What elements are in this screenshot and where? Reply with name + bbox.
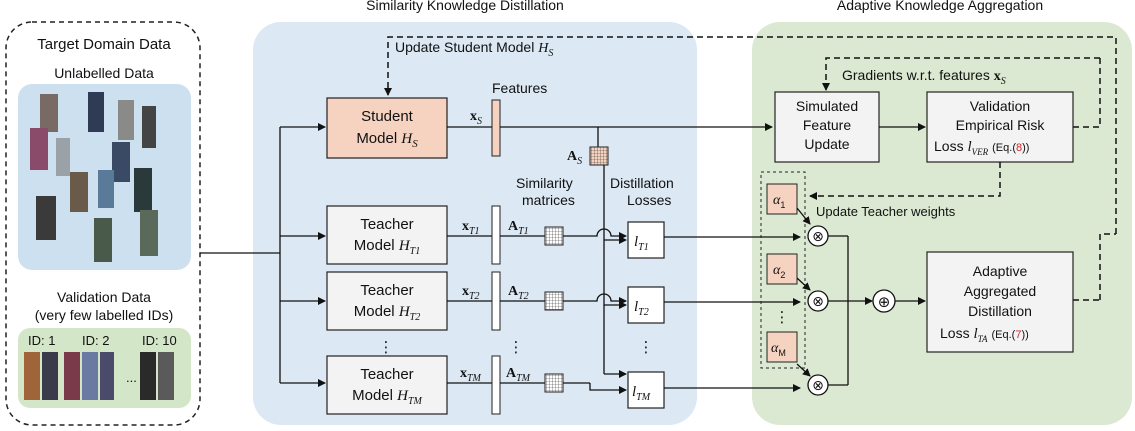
- similarity-label: Similarity: [516, 175, 573, 191]
- alpha-2-label: α2: [773, 263, 785, 280]
- student-model-box: [326, 97, 448, 159]
- teacher-2-feature-label: xT2: [462, 284, 480, 302]
- agg-line4: Loss lTA(Eq.(7)): [940, 325, 1029, 344]
- loss-box-2: [627, 286, 665, 324]
- matrices-label: matrices: [522, 192, 575, 208]
- update-student-arrow: [384, 36, 1117, 234]
- unlabelled-data-label: Unlabelled Data: [54, 65, 154, 81]
- validation-crops: [24, 352, 174, 400]
- simulated-feature-update-box: [774, 91, 880, 163]
- teacher-2: Teacher Model HT2 xT2 AT2 lT2: [326, 271, 801, 331]
- sim-update-line2: Feature: [803, 117, 851, 133]
- vdots-loss: ⋮: [639, 339, 654, 356]
- teacher-1-feature-label: xT1: [462, 219, 480, 237]
- loss-2-label: lT2: [634, 299, 649, 318]
- teacher-m-feature-label: xTM: [460, 366, 482, 384]
- validation-data-label: Validation Data: [57, 289, 151, 305]
- update-teacher-label: Update Teacher weights: [816, 204, 956, 219]
- update-teacher-arrow: [809, 162, 1001, 200]
- ver-line1: Validation: [970, 98, 1030, 114]
- ver-line3: Loss lVER(Eq.(8)): [934, 138, 1029, 157]
- teacher-2-sim-label: AT2: [508, 284, 529, 302]
- agg-line1: Adaptive: [973, 263, 1028, 279]
- alpha-m-box: [766, 331, 798, 363]
- sim-update-line3: Update: [804, 136, 849, 152]
- multiply-symbol-m: ⊗: [812, 377, 824, 393]
- gradients-label: Gradients w.r.t. features xS: [842, 67, 1006, 87]
- alpha-2-box: [766, 253, 798, 285]
- teacher-2-line2: Model HT2: [354, 303, 420, 323]
- teacher-1-line2: Model HT1: [354, 237, 420, 257]
- multiply-symbol-2: ⊗: [812, 293, 824, 309]
- validation-data-sublabel: (very few labelled IDs): [35, 307, 174, 323]
- teacher-model-box-2: [326, 271, 448, 331]
- teacher-model-box-m: [326, 355, 448, 415]
- person-crops: [30, 92, 158, 262]
- teacher-m-line2: Model HTM: [352, 387, 422, 407]
- loss-box-1: [627, 221, 665, 259]
- validation-risk-box: [926, 91, 1074, 163]
- features-label: Features: [492, 80, 547, 96]
- teacher-2-feature-vector: [491, 271, 501, 331]
- teacher-1-line1: Teacher: [360, 216, 413, 233]
- loss-m-label: lTM: [632, 384, 651, 403]
- loss-box-m: [627, 371, 665, 409]
- aggregated-loss-box: [926, 251, 1074, 353]
- agg-line3: Distillation: [968, 303, 1032, 319]
- alpha-1-label: α1: [773, 193, 785, 210]
- multiply-symbol-1: ⊗: [812, 228, 824, 244]
- student-feature-label: xS: [470, 109, 482, 127]
- gradients-arrow: [822, 57, 1100, 91]
- teacher-m-sim-label: ATM: [506, 366, 531, 384]
- alpha-1-box: [766, 183, 798, 215]
- teacher-m-line1: Teacher: [360, 366, 413, 383]
- vdots-teacher: ⋮: [379, 339, 394, 356]
- teacher-1-sim-label: AT1: [508, 219, 529, 237]
- sum-symbol: ⊕: [878, 294, 891, 311]
- id-label-10: ID: 10: [142, 333, 177, 348]
- loss-1-label: lT1: [634, 234, 649, 253]
- vdots-sim: ⋮: [509, 339, 524, 356]
- losses-label: Losses: [627, 192, 671, 208]
- student-model-line2: Model HS: [356, 130, 418, 150]
- vdots-alpha: ⋮: [775, 309, 790, 326]
- ska-title: Similarity Knowledge Distillation: [366, 0, 564, 13]
- distillation-label: Distillation: [610, 175, 674, 191]
- ids-ellipsis: ...: [126, 370, 137, 385]
- student-feature-vector: [491, 99, 501, 157]
- student-model-line1: Student: [361, 108, 414, 125]
- student-similarity-label: AS: [567, 149, 582, 167]
- teacher-2-line1: Teacher: [360, 282, 413, 299]
- teacher-1: Teacher Model HT1 xT1 AT1 lT1: [326, 205, 801, 265]
- update-student-label: Update Student Model HS: [395, 39, 553, 59]
- id-label-2: ID: 2: [82, 333, 109, 348]
- aka-title: Adaptive Knowledge Aggregation: [837, 0, 1043, 13]
- alpha-m-label: αM: [771, 341, 786, 358]
- sim-update-line1: Simulated: [796, 98, 858, 114]
- target-domain-title: Target Domain Data: [37, 36, 171, 53]
- teacher-m: Teacher Model HTM xTM ATM lTM: [326, 355, 801, 415]
- ver-line2: Empirical Risk: [956, 117, 1046, 133]
- teacher-m-feature-vector: [491, 355, 501, 415]
- agg-line2: Aggregated: [964, 283, 1036, 299]
- teacher-model-box-1: [326, 205, 448, 265]
- id-label-1: ID: 1: [28, 333, 55, 348]
- teacher-1-feature-vector: [491, 205, 501, 265]
